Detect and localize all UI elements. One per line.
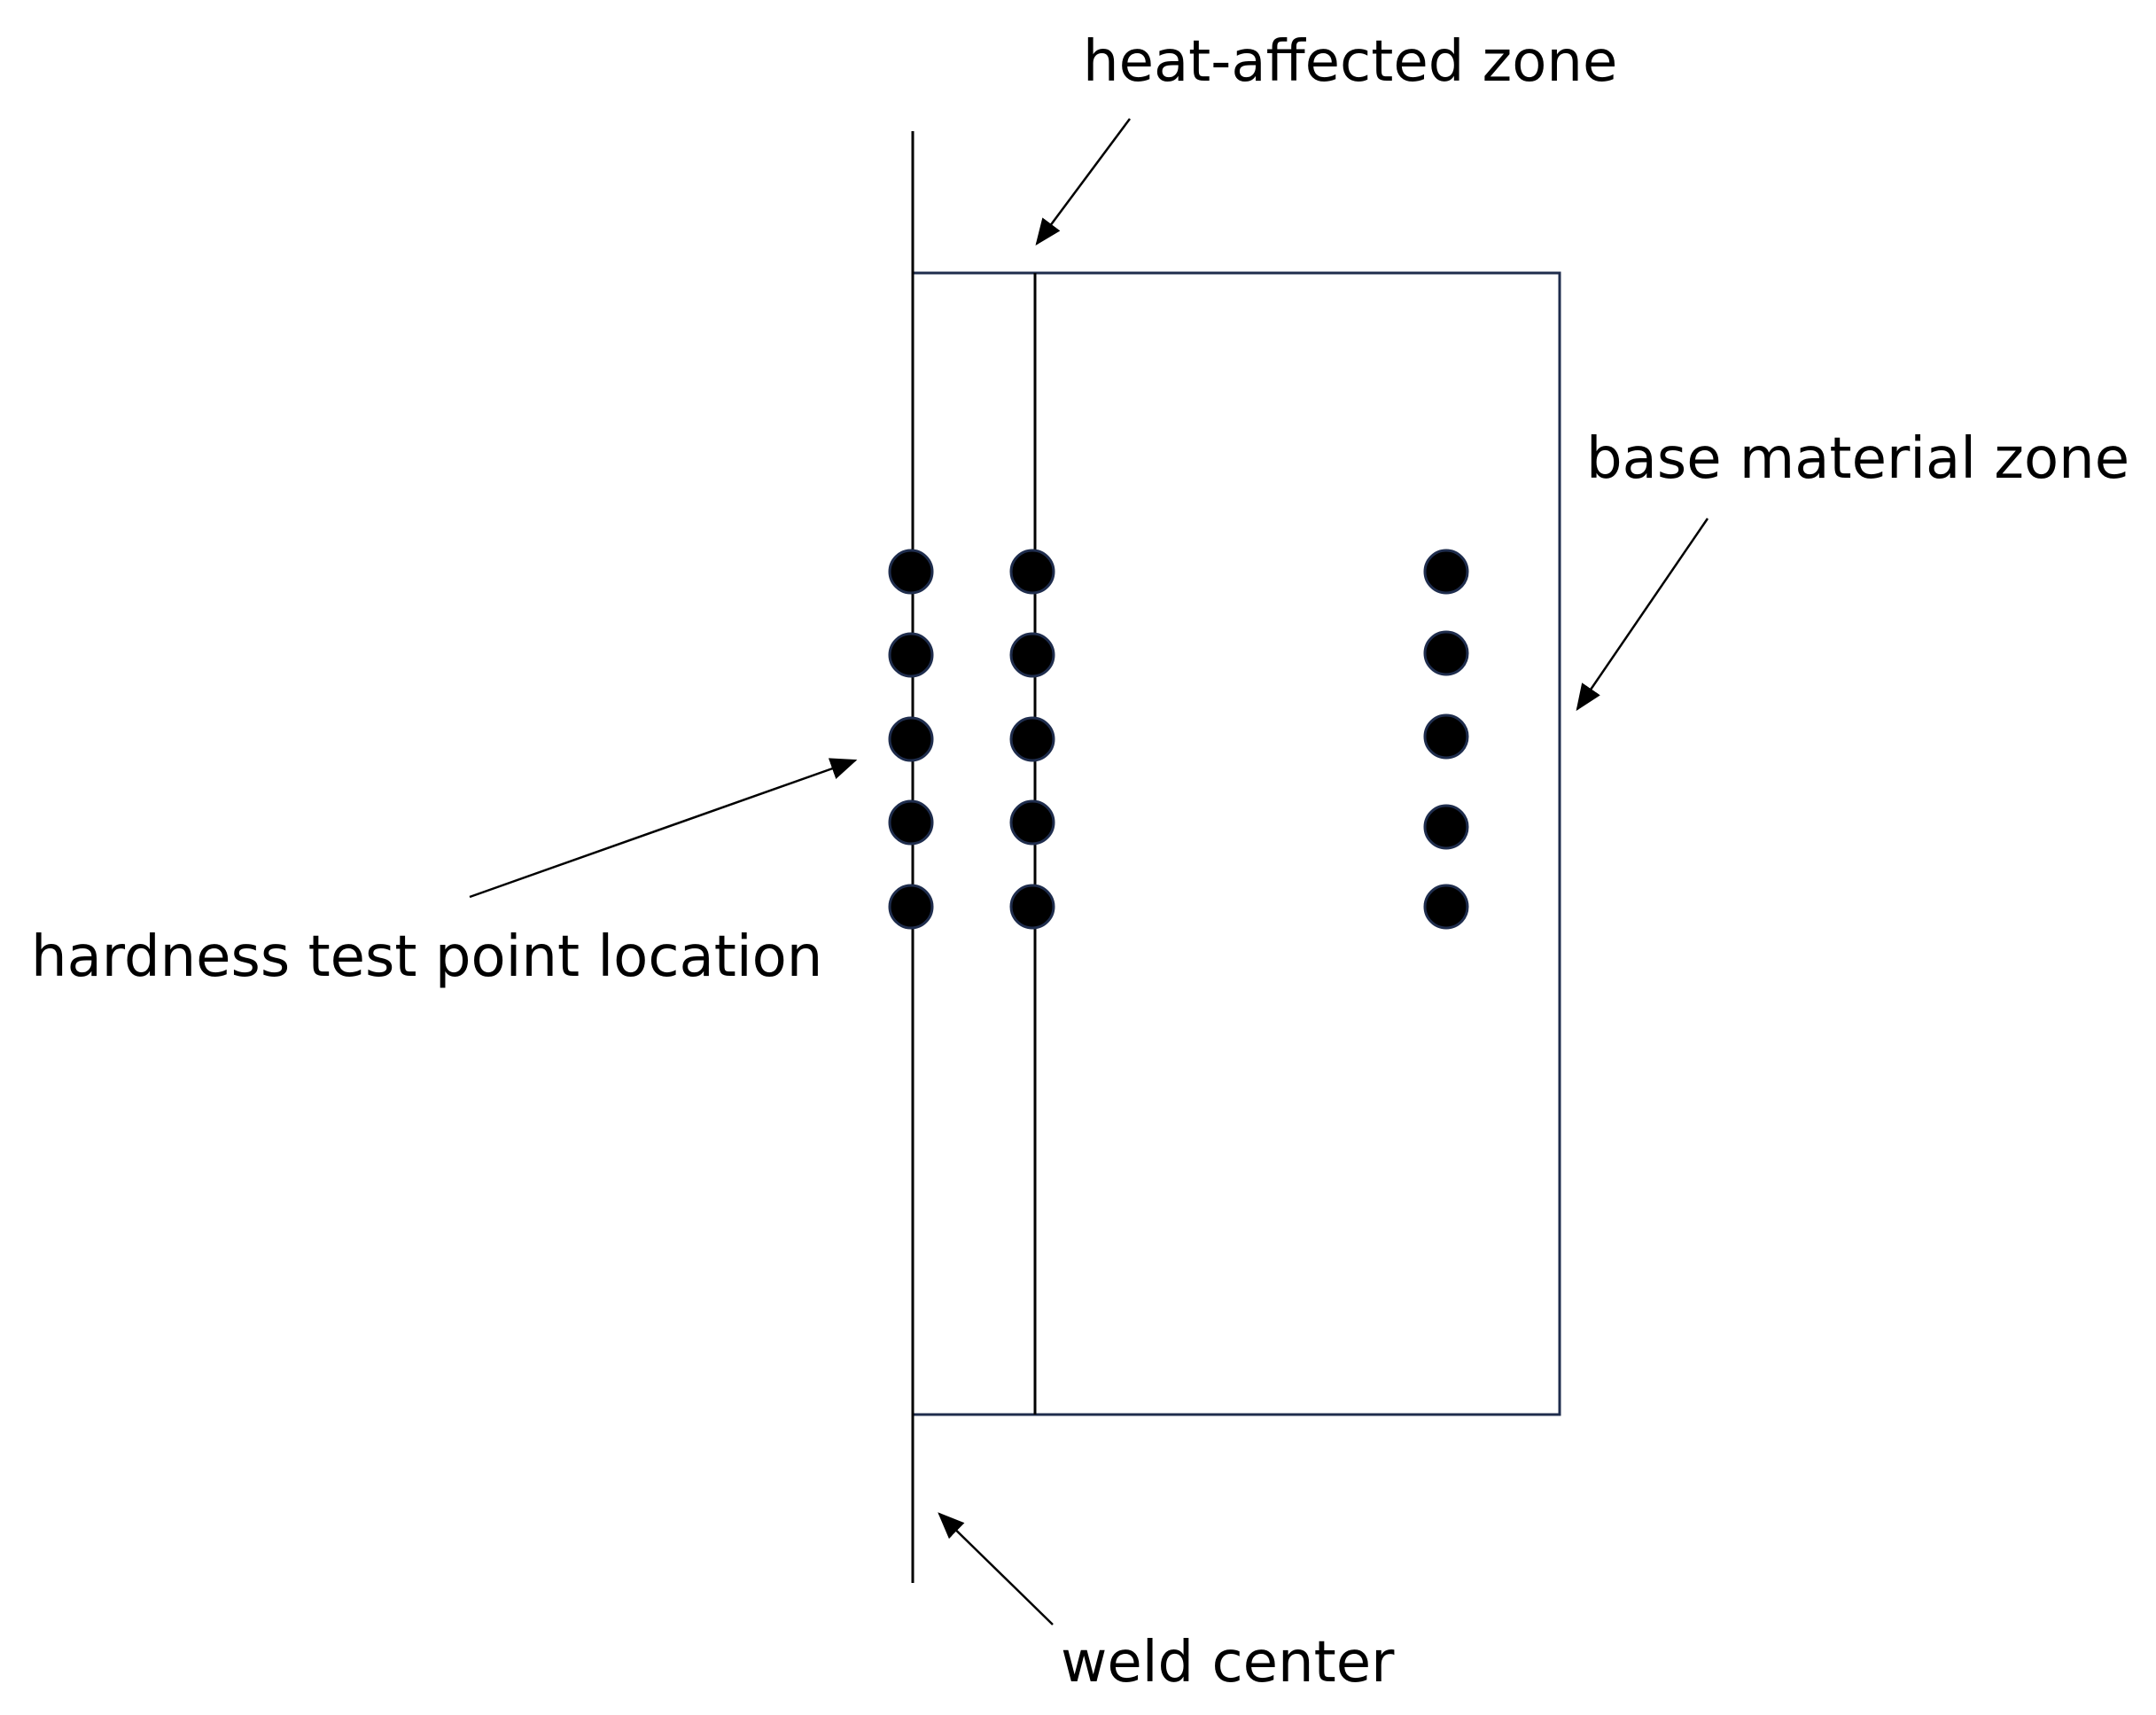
base-material-zone-arrow [1576,518,1709,712]
test-point [1423,713,1469,760]
heat-affected-zone-arrow [1035,118,1132,246]
weld-center-label: weld center [1061,1630,1395,1696]
test-point-column-heat-affected-zone [1009,549,1055,930]
hardness-test-point-location-label: hardness test point location [31,924,823,990]
specimen-outline [911,271,1561,1416]
test-point [1009,716,1055,762]
test-point [1009,799,1055,846]
heat-affected-zone-label: heat-affected zone [1083,29,1618,95]
test-point [888,884,934,930]
test-point [888,549,934,595]
test-point-column-base-material-zone [1423,549,1469,930]
test-point [1009,632,1055,678]
test-point [1423,630,1469,676]
test-point [888,799,934,846]
weld-center-arrow [938,1512,1054,1625]
test-point [1423,549,1469,595]
test-point-column-weld-center [888,549,934,930]
hardness-test-point-arrow [469,758,858,899]
test-point [1423,804,1469,850]
test-point [1423,884,1469,930]
test-point [1009,884,1055,930]
test-point [1009,549,1055,595]
base-material-zone-label: base material zone [1586,426,2130,492]
test-point [888,632,934,678]
test-point [888,716,934,762]
